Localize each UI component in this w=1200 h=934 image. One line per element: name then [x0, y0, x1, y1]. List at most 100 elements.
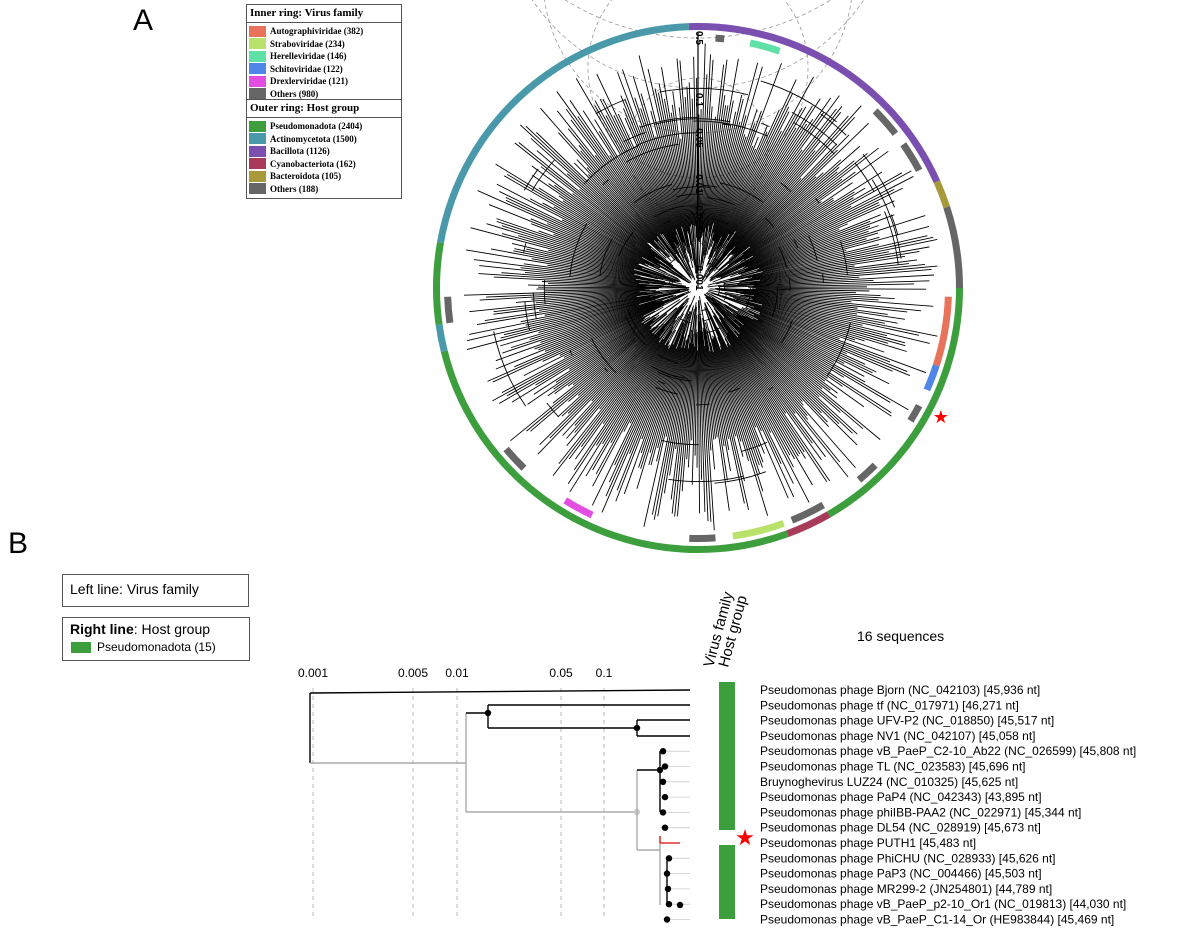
- tree-branch: [530, 327, 652, 432]
- tree-clade-arc: [671, 280, 674, 284]
- tree-branch: [476, 294, 656, 325]
- tree-branch: [708, 66, 763, 250]
- tree-branch: [473, 259, 684, 287]
- tree-branch: [470, 227, 652, 277]
- tree-branch: [702, 327, 718, 438]
- tree-clade-arc: [602, 179, 609, 186]
- tree-clade-arc: [625, 316, 646, 346]
- tree-branch: [706, 294, 864, 430]
- tree-branch: [713, 337, 764, 492]
- tree-branch: [759, 313, 893, 372]
- tree-branch: [706, 62, 759, 256]
- tree-branch: [575, 78, 689, 271]
- tree-branch: [744, 204, 880, 267]
- tree-node: [676, 901, 684, 909]
- tree-branch: [675, 342, 691, 450]
- tree-branch: [722, 127, 797, 249]
- tree-branch: [731, 122, 869, 256]
- tree-branch: [561, 307, 678, 417]
- tree-clade-arc: [633, 184, 672, 204]
- inner-ring-legend-swatch: [249, 88, 266, 100]
- tree-clade-arc: [651, 365, 686, 379]
- tree-branch: [700, 59, 714, 238]
- tree-branch: [752, 197, 854, 257]
- tree-branch: [709, 145, 754, 257]
- tree-branch: [478, 273, 665, 287]
- tree-branch: [698, 43, 706, 243]
- tree-branch: [602, 305, 688, 445]
- tree-branch: [699, 74, 708, 240]
- tree-branch: [715, 235, 928, 285]
- tree-branch: [486, 223, 674, 282]
- tree-clade-arc: [672, 186, 712, 191]
- tree-branch: [739, 292, 858, 309]
- tree-branch: [548, 183, 672, 270]
- tree-branch: [725, 280, 930, 288]
- tree-branch: [728, 226, 930, 281]
- tree-branch: [703, 150, 816, 282]
- tree-branch: [490, 248, 666, 283]
- tree-branch: [532, 174, 686, 280]
- leaf-label: Pseudomonas phage PhiCHU (NC_028933) [45…: [760, 851, 1056, 865]
- tree-branch: [531, 258, 663, 283]
- tree-branch: [464, 289, 646, 296]
- tree-branch: [665, 339, 688, 437]
- tree-branch: [713, 143, 838, 272]
- tree-branch: [714, 79, 797, 252]
- tree-clade-arc: [679, 318, 691, 324]
- tree-branch: [634, 97, 684, 243]
- tree-clade-arc: [595, 99, 626, 115]
- tree-branch: [715, 187, 866, 278]
- tree-branch: [708, 110, 762, 260]
- tree-branch: [735, 176, 914, 269]
- tree-clade-arc: [663, 220, 671, 225]
- tree-branch: [605, 115, 678, 249]
- tree-branch: [749, 152, 868, 248]
- tree-branch: [739, 265, 855, 283]
- tree-branch: [648, 347, 682, 466]
- inner-ring-legend-label: Herelleviridae (146): [270, 51, 347, 62]
- tree-clade-arc: [760, 80, 837, 123]
- tree-clade-arc: [703, 327, 720, 334]
- tree-branch: [496, 183, 660, 269]
- tree-branch: [703, 329, 730, 511]
- leaf-label: Pseudomonas phage TL (NC_023583) [45,696…: [760, 760, 1026, 774]
- tree-node: [661, 763, 669, 770]
- tree-branch: [542, 202, 643, 258]
- tree-branch: [540, 107, 665, 251]
- tree-branch: [691, 333, 698, 485]
- tree-branch: [705, 296, 809, 420]
- tree-branch: [718, 188, 895, 278]
- tree-branch: [704, 303, 789, 499]
- tree-branch: [479, 265, 686, 288]
- leaf-label: Pseudomonas phage DL54 (NC_028919) [45,6…: [760, 821, 1041, 835]
- tree-branch: [528, 284, 662, 288]
- tree-branch: [684, 96, 695, 226]
- tree-branch: [570, 119, 680, 264]
- tree-branch: [711, 338, 742, 442]
- tree-branch: [703, 100, 734, 256]
- tree-branch: [735, 123, 808, 232]
- tree-branch: [595, 341, 670, 475]
- tree-clade-arc: [765, 218, 775, 228]
- tree-branch: [640, 108, 687, 251]
- tree-clade-arc: [741, 441, 768, 452]
- inner-ring-legend-swatch: [249, 38, 266, 50]
- tree-branch: [514, 248, 635, 275]
- tree-branch: [623, 346, 669, 432]
- tree-branch: [712, 339, 750, 462]
- tree-branch: [710, 121, 741, 237]
- tree-branch: [728, 172, 824, 260]
- tree-branch: [739, 326, 853, 434]
- tree-branch: [729, 345, 795, 460]
- tree-branch: [566, 173, 674, 267]
- tree-branch: [721, 322, 830, 482]
- outer-ring-legend-label: Actinomycetota (1500): [270, 133, 357, 144]
- tree-branch: [629, 295, 696, 454]
- tree-branch: [608, 304, 691, 483]
- tree-branch: [676, 58, 698, 279]
- tree-branch: [710, 131, 768, 258]
- leaf-label: Pseudomonas phage PaP4 (NC_042343) [43,8…: [760, 790, 1042, 804]
- tree-branch: [492, 293, 685, 383]
- tree-branch: [717, 289, 852, 303]
